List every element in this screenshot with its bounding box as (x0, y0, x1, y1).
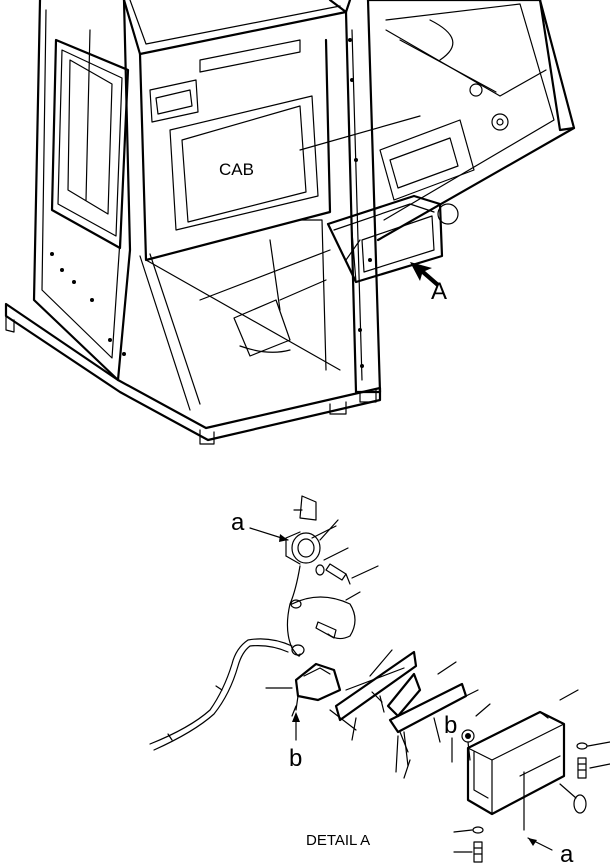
cab-assembly (4, 0, 576, 445)
ref-a-top-label: a (231, 509, 245, 536)
view-a-label: A (431, 278, 447, 305)
ref-b-left-label: b (289, 745, 302, 772)
detail-a-assembly (149, 495, 610, 863)
detail-a-caption: DETAIL A (306, 832, 370, 849)
cab-label: CAB (219, 160, 254, 179)
ref-b-mid-label: b (444, 712, 457, 739)
ref-a-bottom-label: a (560, 841, 574, 866)
